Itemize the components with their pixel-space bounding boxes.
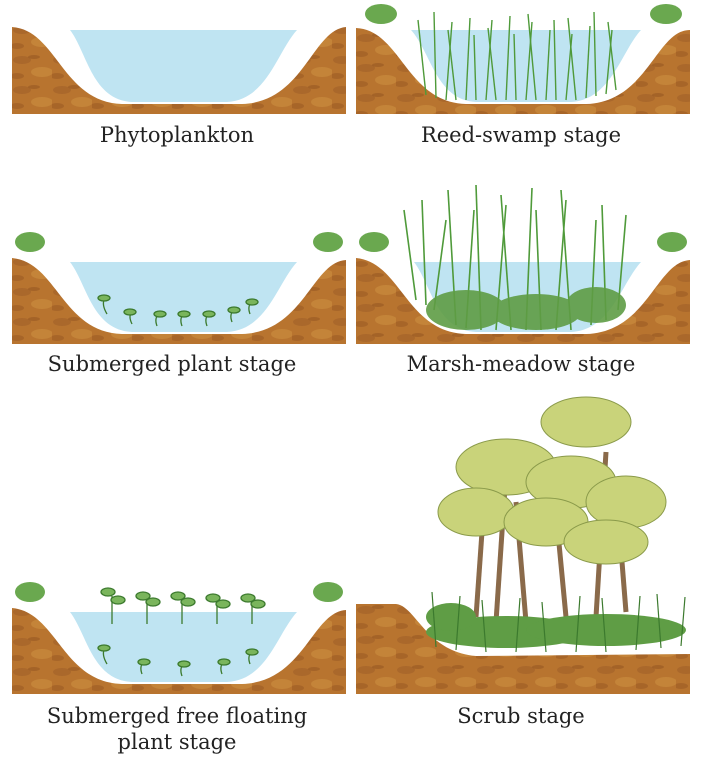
shrub-icon	[313, 582, 343, 602]
soil	[356, 604, 690, 694]
shrub-icon	[650, 4, 682, 24]
panel-free-floating	[12, 574, 346, 694]
shrub-icon	[657, 232, 687, 252]
caption-phytoplankton: Phytoplankton	[99, 123, 255, 147]
ground-vegetation	[426, 603, 686, 648]
pond-diagram	[356, 0, 690, 114]
panel-phytoplankton	[12, 22, 346, 114]
pond-diagram	[12, 22, 346, 114]
pond-diagram	[12, 574, 346, 694]
shrub-icon	[359, 232, 389, 252]
caption-reed-swamp: Reed-swamp stage	[420, 123, 622, 147]
caption-marsh-meadow: Marsh-meadow stage	[406, 352, 636, 376]
reeds	[417, 11, 617, 101]
scrub-diagram	[356, 396, 690, 694]
submerged-plants	[97, 294, 259, 327]
caption-scrub: Scrub stage	[457, 704, 585, 728]
panel-marsh-meadow	[356, 180, 690, 344]
water	[70, 612, 297, 682]
panel-scrub	[356, 392, 690, 694]
water	[70, 30, 297, 102]
shrub-icon	[15, 232, 45, 252]
panel-submerged-plant	[12, 224, 346, 344]
panel-reed-swamp	[356, 0, 690, 114]
caption-submerged-plant: Submerged plant stage	[47, 352, 297, 376]
floating-plants	[97, 587, 266, 677]
trees	[437, 396, 667, 623]
pond-diagram	[12, 224, 346, 344]
shrub-icon	[365, 4, 397, 24]
pond-diagram	[356, 180, 690, 344]
shrub-icon	[15, 582, 45, 602]
shrub-icon	[313, 232, 343, 252]
